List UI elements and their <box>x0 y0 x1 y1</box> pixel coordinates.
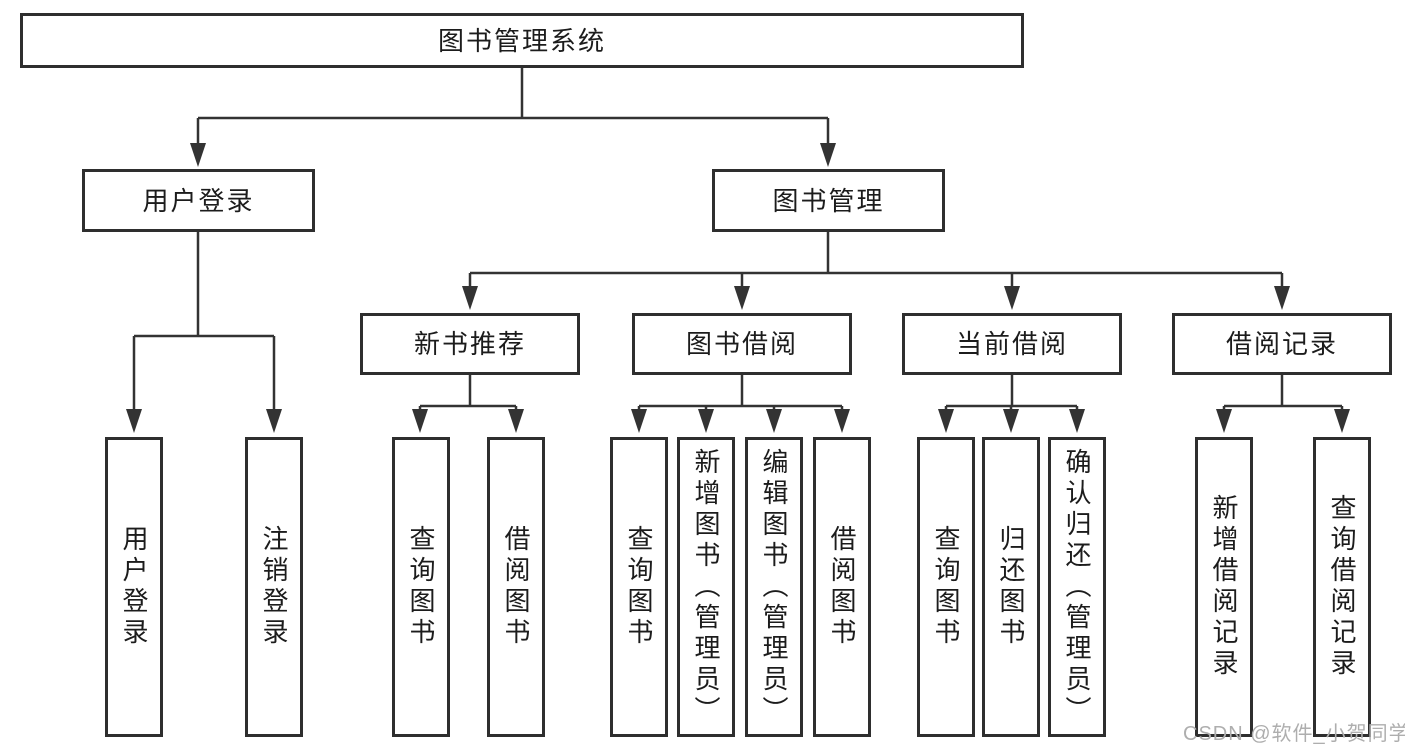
arrowhead-icon <box>698 409 714 433</box>
node-current-borrowing: 当前借阅 <box>902 313 1122 375</box>
node-root-library-system: 图书管理系统 <box>20 13 1024 68</box>
edge-root-to-level2 <box>190 68 836 167</box>
arrowhead-icon <box>1069 409 1085 433</box>
edge-newbooks-to-leaves <box>412 375 524 433</box>
leaf-borrow-books-recommend: 借阅图书 <box>487 437 545 737</box>
arrowhead-icon <box>462 286 478 310</box>
arrowhead-icon <box>938 409 954 433</box>
edge-userlogin-to-leaves <box>126 232 282 433</box>
node-book-borrowing: 图书借阅 <box>632 313 852 375</box>
edge-bookmgmt-to-level3 <box>462 232 1290 310</box>
leaf-borrow-books: 借阅图书 <box>813 437 871 737</box>
arrowhead-icon <box>631 409 647 433</box>
leaf-return-books: 归还图书 <box>982 437 1040 737</box>
arrowhead-icon <box>766 409 782 433</box>
leaf-query-books-recommend: 查询图书 <box>392 437 450 737</box>
leaf-logout: 注销登录 <box>245 437 303 737</box>
leaf-add-borrow-record: 新增借阅记录 <box>1195 437 1253 737</box>
leaf-user-login: 用户登录 <box>105 437 163 737</box>
arrowhead-icon <box>508 409 524 433</box>
leaf-edit-books-admin: 编辑图书（管理员） <box>745 437 803 737</box>
node-book-management: 图书管理 <box>712 169 945 232</box>
arrowhead-icon <box>1274 286 1290 310</box>
leaf-confirm-return-admin: 确认归还（管理员） <box>1048 437 1106 737</box>
node-borrowing-records: 借阅记录 <box>1172 313 1392 375</box>
arrowhead-icon <box>820 143 836 167</box>
edge-bookborrow-to-leaves <box>631 375 850 433</box>
arrowhead-icon <box>190 143 206 167</box>
arrowhead-icon <box>1003 409 1019 433</box>
leaf-query-books-borrow: 查询图书 <box>610 437 668 737</box>
arrowhead-icon <box>834 409 850 433</box>
node-user-login: 用户登录 <box>82 169 315 232</box>
node-new-book-recommend: 新书推荐 <box>360 313 580 375</box>
arrowhead-icon <box>412 409 428 433</box>
arrowhead-icon <box>126 409 142 433</box>
arrowhead-icon <box>1004 286 1020 310</box>
leaf-query-books-current: 查询图书 <box>917 437 975 737</box>
arrowhead-icon <box>734 286 750 310</box>
leaf-query-borrow-record: 查询借阅记录 <box>1313 437 1371 737</box>
edge-currentborrow-to-leaves <box>938 375 1085 433</box>
arrowhead-icon <box>1334 409 1350 433</box>
leaf-add-books-admin: 新增图书（管理员） <box>677 437 735 737</box>
arrowhead-icon <box>266 409 282 433</box>
arrowhead-icon <box>1216 409 1232 433</box>
edge-records-to-leaves <box>1216 375 1350 433</box>
csdn-watermark: CSDN @软件_小贺同学 <box>1183 723 1405 745</box>
